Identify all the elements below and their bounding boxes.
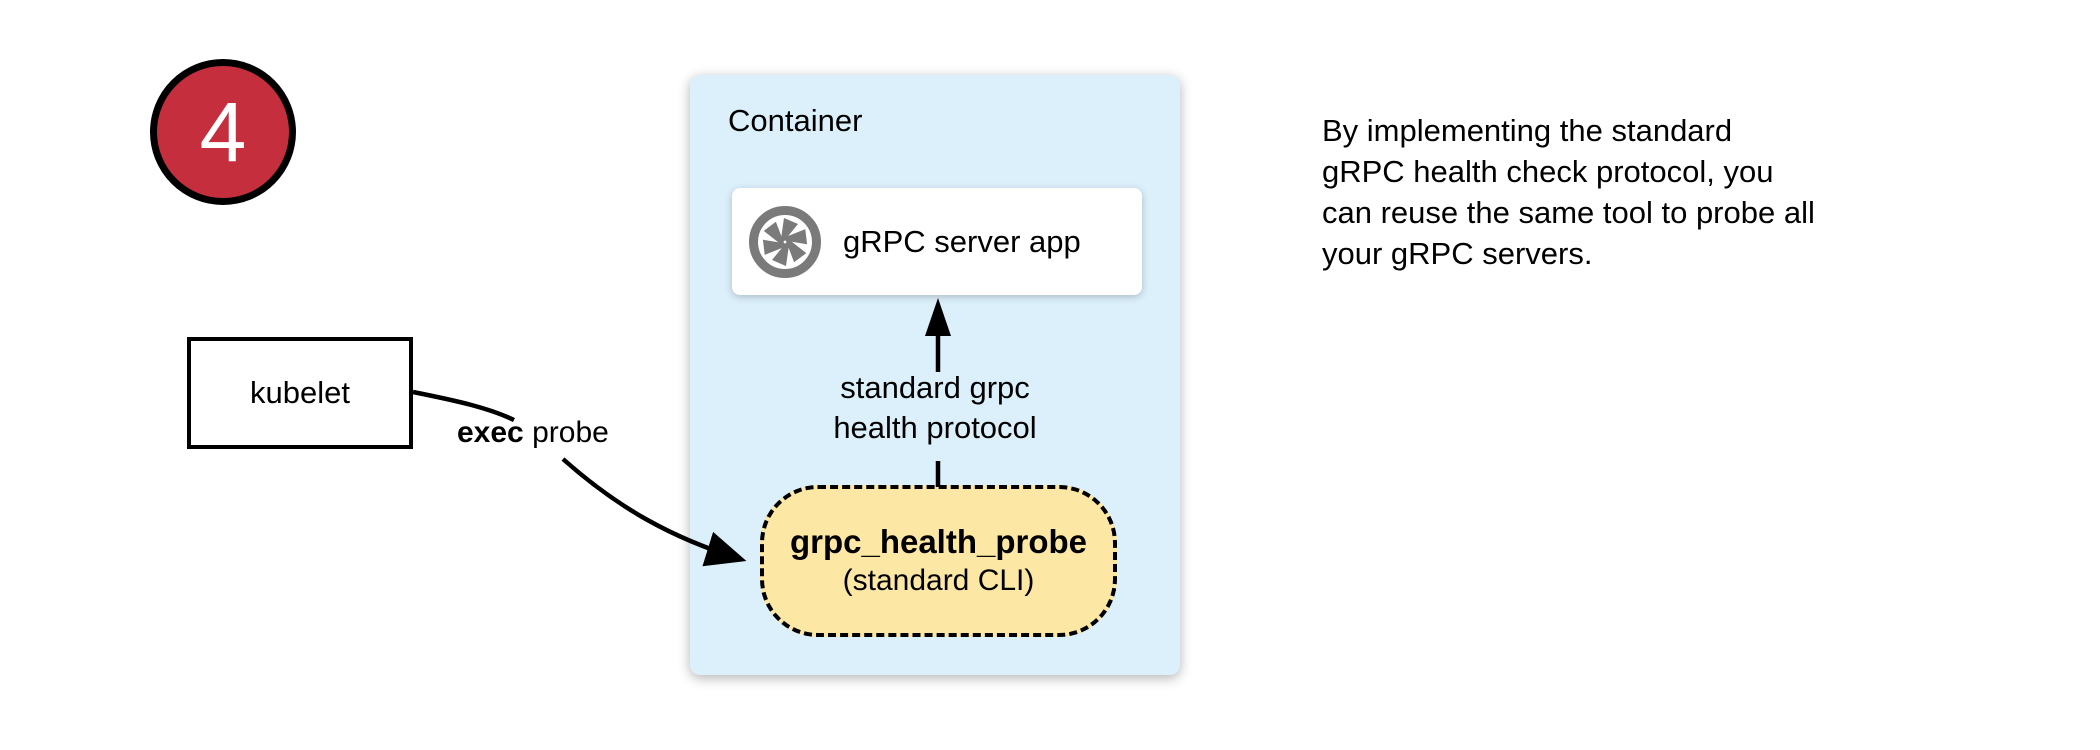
container-box: Container gRPC server app standard grpc … [690,75,1180,675]
step-number-badge: 4 [150,59,296,205]
kubelet-box: kubelet [187,337,413,449]
shutter-aperture-icon [749,205,821,278]
grpc-health-probe-title: grpc_health_probe [789,523,1088,560]
exec-probe-label-rest: probe [523,416,609,449]
exec-probe-label: exec probe [457,416,609,450]
grpc-health-probe-subtitle: (standard CLI) [842,564,1035,597]
step-number: 4 [199,85,247,179]
protocol-arrow-label: standard grpc health protocol [833,370,1037,445]
container-title: Container [728,103,863,138]
exec-probe-label-bold: exec [457,416,524,449]
grpc-server-app-box: gRPC server app [732,188,1142,295]
kubelet-label: kubelet [250,375,350,410]
caption-text: By implementing the standard gRPC health… [1322,113,1815,271]
grpc-server-app-label: gRPC server app [843,223,1081,259]
grpc-health-probe-box: grpc_health_probe (standard CLI) [760,485,1117,637]
